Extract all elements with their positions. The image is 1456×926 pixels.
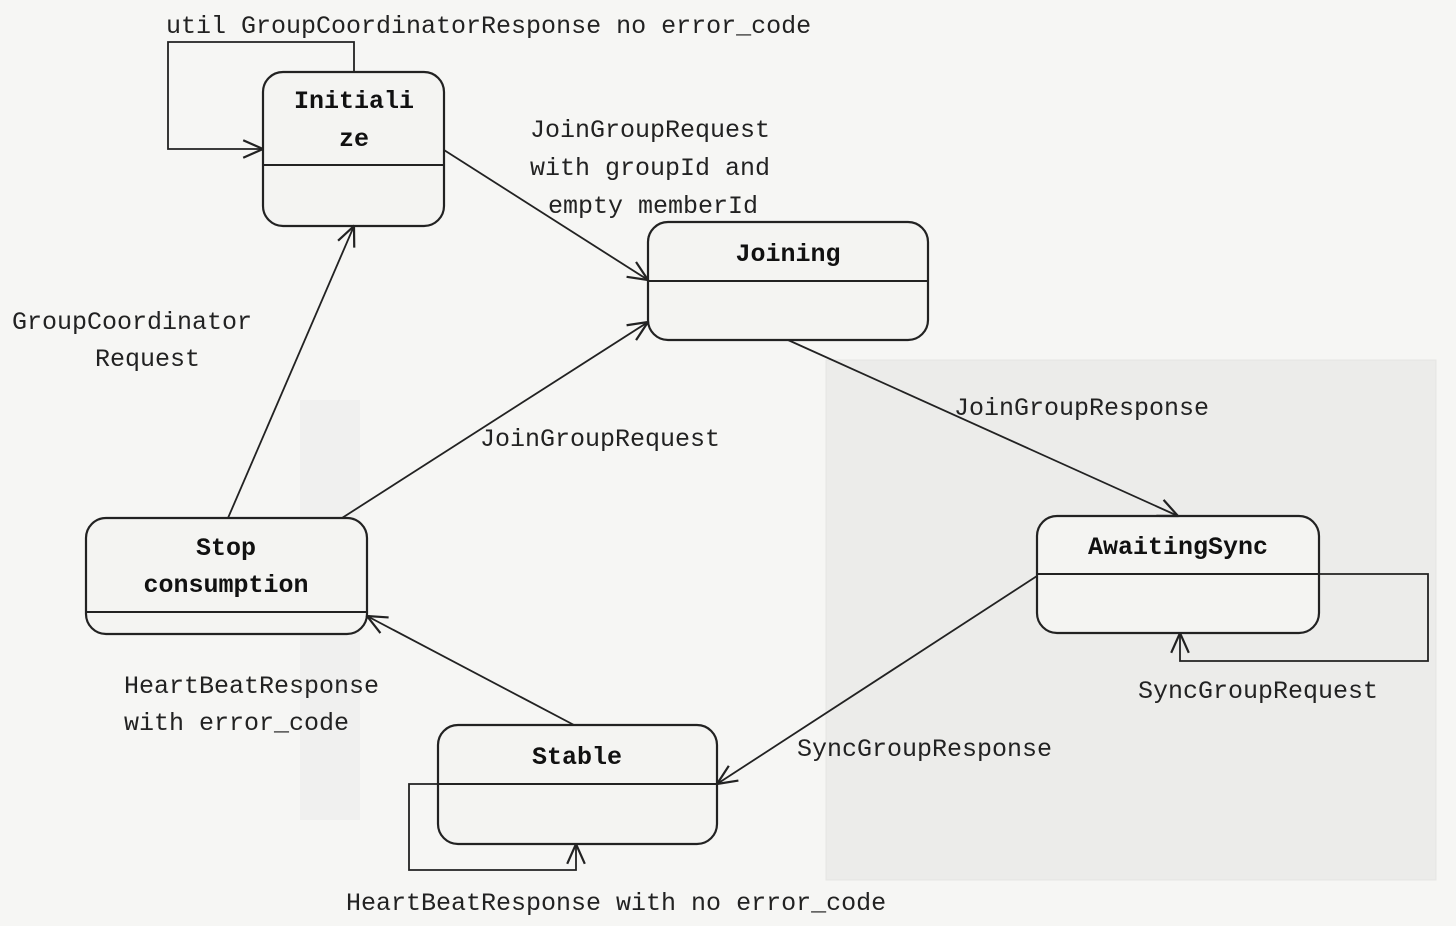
- state-initialize-name-line1: Initiali: [294, 87, 414, 116]
- transition-initialize-self: util GroupCoordinatorResponse no error_c…: [166, 12, 811, 149]
- transition-joining-to-awaiting-label: JoinGroupResponse: [954, 394, 1209, 423]
- state-stop-consumption: Stop consumption: [84, 516, 369, 636]
- background-artifacts: [300, 359, 1437, 881]
- transition-initialize-to-joining-label-line2: with groupId and: [530, 154, 770, 183]
- transition-stable-to-stop-label-line2: with error_code: [124, 709, 349, 738]
- transition-stop-to-joining-label: JoinGroupRequest: [480, 425, 720, 454]
- state-stop-consumption-name-line1: Stop: [196, 534, 256, 563]
- transition-awaiting-self-label: SyncGroupRequest: [1138, 677, 1378, 706]
- transition-stop-to-initialize: GroupCoordinator Request: [12, 226, 354, 519]
- transition-initialize-to-joining-label-line3: empty memberId: [548, 192, 758, 221]
- transition-awaiting-to-stable-label: SyncGroupResponse: [797, 735, 1052, 764]
- state-awaiting-sync-name: AwaitingSync: [1088, 533, 1268, 562]
- transition-stop-to-initialize-label-line1: GroupCoordinator: [12, 308, 252, 337]
- transition-stable-to-stop-label-line1: HeartBeatResponse: [124, 672, 379, 701]
- transition-stable-self-label: HeartBeatResponse with no error_code: [346, 889, 886, 918]
- state-joining: Joining: [646, 220, 930, 342]
- transition-awaiting-self: SyncGroupRequest: [1138, 573, 1429, 706]
- state-stop-consumption-name-line2: consumption: [143, 571, 308, 600]
- transition-initialize-to-joining: JoinGroupRequest with groupId and empty …: [443, 116, 770, 280]
- state-initialize: Initiali ze: [261, 70, 446, 228]
- transition-stop-to-joining: JoinGroupRequest: [341, 322, 720, 519]
- state-stable: Stable: [436, 723, 719, 846]
- transition-stable-to-stop: HeartBeatResponse with error_code: [124, 616, 575, 738]
- state-stable-name: Stable: [532, 743, 622, 772]
- state-joining-name: Joining: [735, 240, 840, 269]
- transition-initialize-to-joining-label-line1: JoinGroupRequest: [530, 116, 770, 145]
- transition-joining-to-awaiting: JoinGroupResponse: [787, 339, 1209, 516]
- state-initialize-name-line2: ze: [339, 125, 369, 154]
- transition-stop-to-initialize-label-line2: Request: [95, 345, 200, 374]
- transition-stable-self: HeartBeatResponse with no error_code: [346, 783, 886, 918]
- state-awaiting-sync: AwaitingSync: [1035, 514, 1321, 635]
- transition-awaiting-to-stable: SyncGroupResponse: [717, 575, 1052, 784]
- transition-initialize-self-label: util GroupCoordinatorResponse no error_c…: [166, 12, 811, 41]
